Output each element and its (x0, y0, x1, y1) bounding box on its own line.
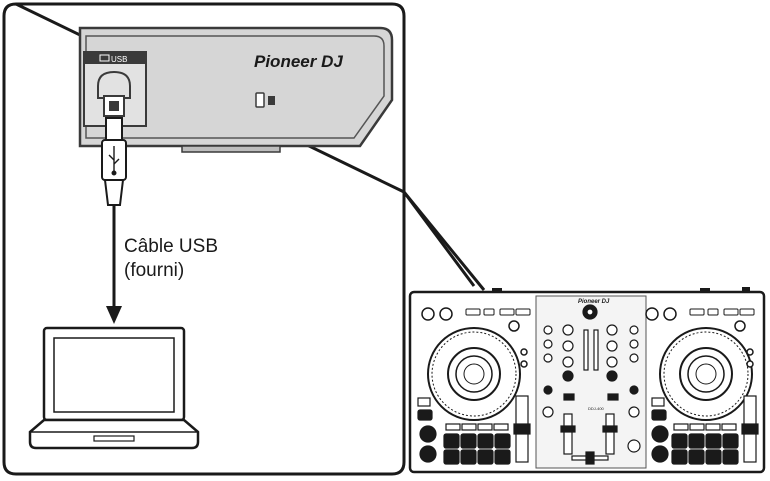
right-jog-wheel (659, 327, 753, 421)
port-icon (99, 54, 110, 62)
laptop-computer (28, 326, 200, 450)
cable-arrowhead (106, 306, 122, 324)
cable-label-line1: Câble USB (124, 236, 218, 257)
left-deck-buttons (417, 395, 531, 465)
device-rear-panel: USB Pioneer DJ (78, 26, 394, 153)
callout-pointer (402, 191, 486, 291)
usb-cable-plug (101, 117, 127, 206)
left-jog-wheel (427, 327, 521, 421)
device-brand: Pioneer DJ (254, 52, 343, 71)
port-label: USB (111, 55, 127, 64)
deck-top-knobs (421, 307, 754, 368)
controller-model: DDJ-400 (588, 406, 605, 411)
right-deck-buttons (651, 395, 759, 465)
cable-label-line2: (fourni) (124, 260, 185, 281)
security-slot (255, 92, 265, 108)
deck-small-buttons (465, 308, 755, 316)
callout-frame (2, 2, 476, 476)
usb-b-port (97, 70, 131, 99)
usb-symbol-icon (108, 146, 120, 176)
mixer-controls (542, 304, 641, 465)
controller-brand: Pioneer DJ (578, 299, 610, 305)
lock-icon (268, 96, 275, 105)
